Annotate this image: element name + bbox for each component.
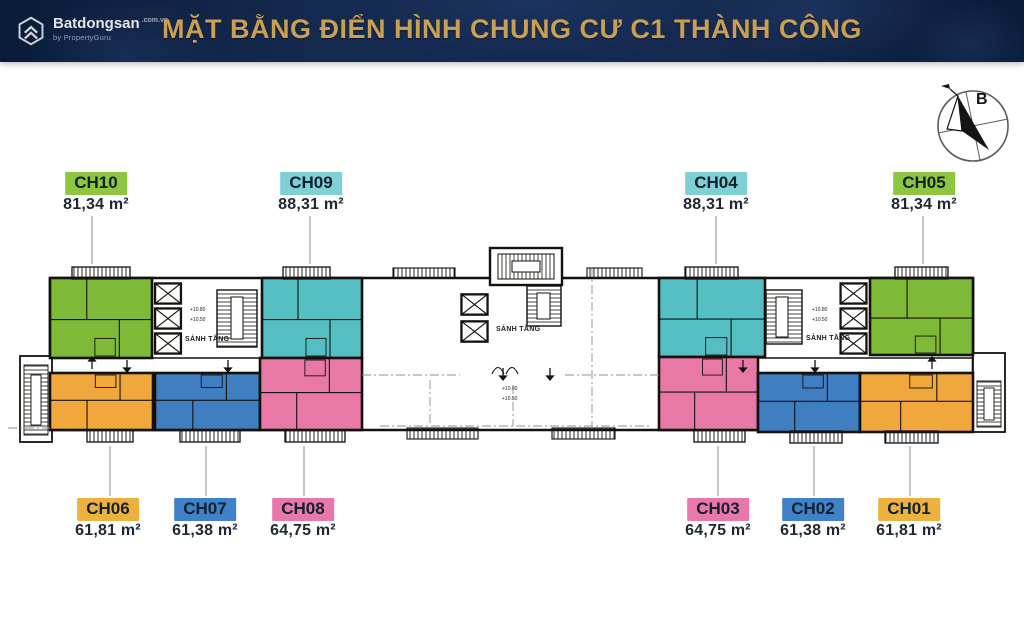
- unit-ch10: [48, 276, 154, 360]
- unit-area: 81,34 m²: [891, 196, 957, 213]
- unit-label-ch07: CH07 61,38 m²: [172, 498, 238, 540]
- header-bar: Batdongsan.com.vn by PropertyGuru MẶT BẰ…: [0, 0, 1024, 62]
- level-mark: +10.50: [190, 317, 206, 323]
- lobby-label-center: SẢNH TẦNG: [496, 323, 541, 333]
- unit-id-badge: CH10: [65, 172, 127, 195]
- unit-label-ch04: CH04 88,31 m²: [683, 172, 749, 214]
- level-mark: +10.80: [812, 307, 828, 313]
- core-left: [153, 282, 258, 355]
- unit-id-badge: CH07: [174, 498, 236, 521]
- unit-area: 61,81 m²: [876, 522, 942, 539]
- level-mark: +10.50: [502, 396, 518, 402]
- core-right: [765, 282, 868, 355]
- unit-label-ch06: CH06 61,81 m²: [75, 498, 141, 540]
- lobby-labels: SẢNH TẦNG SẢNH TẦNG SẢNH TẦNG +10.80 +10…: [185, 307, 851, 402]
- floor-plan-drawing: SẢNH TẦNG SẢNH TẦNG SẢNH TẦNG +10.80 +10…: [8, 216, 1006, 496]
- right-stair-wing: [972, 352, 1006, 433]
- brand-name-text: Batdongsan: [53, 15, 140, 32]
- level-mark: +10.80: [190, 307, 206, 313]
- unit-area: 61,38 m²: [780, 522, 846, 539]
- unit-area: 81,34 m²: [63, 196, 129, 213]
- unit-label-ch03: CH03 64,75 m²: [685, 498, 751, 540]
- unit-id-badge: CH06: [77, 498, 139, 521]
- unit-area: 64,75 m²: [270, 522, 336, 539]
- unit-ch05: [868, 276, 975, 357]
- central-stair-tower: [488, 246, 564, 287]
- leader-lines: [91, 216, 924, 496]
- level-mark: +10.80: [502, 386, 518, 392]
- compass-north-label: B: [976, 91, 988, 108]
- unit-label-ch05: CH05 81,34 m²: [891, 172, 957, 214]
- unit-label-ch09: CH09 88,31 m²: [278, 172, 344, 214]
- reference-lines: [8, 268, 659, 429]
- brand-name: Batdongsan.com.vn: [53, 13, 168, 32]
- unit-interior-walls: [50, 278, 973, 432]
- unit-ch09: [260, 276, 364, 360]
- compass-icon: B: [937, 84, 1009, 162]
- unit-area: 64,75 m²: [685, 522, 751, 539]
- core-center: [460, 285, 562, 375]
- unit-area: 88,31 m²: [278, 196, 344, 213]
- unit-id-badge: CH05: [893, 172, 955, 195]
- brand-suffix: .com.vn: [141, 17, 169, 24]
- brand-logo-icon: [18, 16, 44, 46]
- page-title: MẶT BẰNG ĐIỂN HÌNH CHUNG CƯ C1 THÀNH CÔN…: [162, 14, 862, 44]
- level-mark: +10.50: [812, 317, 828, 323]
- unit-id-badge: CH02: [782, 498, 844, 521]
- unit-label-ch08: CH08 64,75 m²: [270, 498, 336, 540]
- unit-ch06: [48, 371, 155, 432]
- lobby-label-right: SẢNH TẦNG: [806, 332, 851, 342]
- unit-label-ch02: CH02 61,38 m²: [780, 498, 846, 540]
- unit-id-badge: CH01: [878, 498, 940, 521]
- unit-id-badge: CH04: [685, 172, 747, 195]
- brand-tagline: by PropertyGuru: [53, 33, 112, 42]
- lobby-label-left: SẢNH TẦNG: [185, 333, 230, 343]
- unit-ch07: [153, 371, 262, 432]
- unit-id-badge: CH09: [280, 172, 342, 195]
- apartment-units: [48, 276, 975, 434]
- unit-ch08: [258, 356, 364, 432]
- unit-label-ch10: CH10 81,34 m²: [63, 172, 129, 214]
- brand-logo: Batdongsan.com.vn by PropertyGuru: [16, 13, 168, 47]
- unit-ch04: [657, 276, 767, 359]
- unit-area: 88,31 m²: [683, 196, 749, 213]
- unit-ch01: [858, 371, 975, 434]
- unit-id-badge: CH03: [687, 498, 749, 521]
- unit-area: 61,81 m²: [75, 522, 141, 539]
- unit-ch02: [756, 371, 862, 434]
- unit-label-ch01: CH01 61,81 m²: [876, 498, 942, 540]
- left-stair-wing: [19, 355, 53, 443]
- balconies: [71, 266, 949, 444]
- unit-id-badge: CH08: [272, 498, 334, 521]
- unit-area: 61,38 m²: [172, 522, 238, 539]
